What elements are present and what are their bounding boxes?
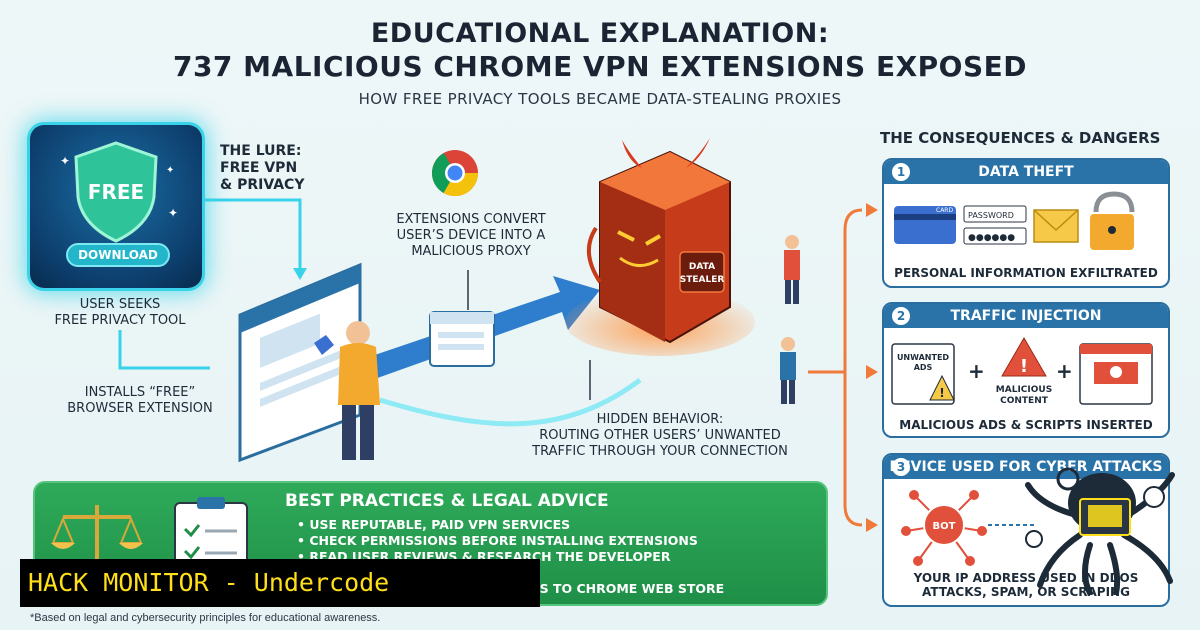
download-button[interactable]: DOWNLOAD [66, 243, 170, 267]
arrow-traffic-injection [866, 365, 878, 379]
lure-line1: THE LURE: [220, 143, 302, 159]
remote-users-illustration [780, 235, 800, 404]
hidden-line1: HIDDEN BEHAVIOR: [596, 412, 724, 427]
consequence-title: TRAFFIC INJECTION [950, 308, 1102, 324]
devil-tail-icon [587, 226, 602, 284]
consequence-caption-line2: ATTACKS, SPAM, OR SCRAPING [922, 585, 1130, 599]
arrow-device-used [866, 518, 878, 532]
consequence-header: 2 TRAFFIC INJECTION [884, 304, 1168, 328]
hack-monitor-banner: HACK MONITOR - Undercode [20, 559, 540, 607]
password-label: PASSWORD [968, 211, 1014, 220]
ads-line1: UNWANTED [897, 353, 949, 362]
magnifier-icon [1056, 467, 1080, 491]
lure-connector [202, 198, 302, 270]
password-dots: ●●●●●● [968, 233, 1015, 243]
browser-window-illustration [238, 262, 380, 463]
plus-icon: + [1056, 359, 1073, 383]
convert-line2: USER’S DEVICE INTO A [396, 228, 546, 243]
traffic-loop [379, 377, 642, 427]
consequence-caption: PERSONAL INFORMATION EXFILTRATED [894, 266, 1158, 280]
lock-icon [1025, 530, 1043, 548]
botnet-illustration: BOT [901, 490, 1034, 566]
sparkle-icon: ✦ [168, 206, 178, 220]
consequence-header: 1 DATA THEFT [884, 160, 1168, 184]
envelope-icon [1033, 209, 1079, 243]
convert-line3: MALICIOUS PROXY [411, 244, 531, 259]
sparkle-icon: ✦ [60, 154, 70, 168]
plus-icon: + [968, 359, 985, 383]
installs-line1: INSTALLS “FREE” [84, 385, 196, 400]
data-theft-illustration: CARD PASSWORD ●●●●●● [894, 191, 1135, 250]
arrow-data-theft [866, 203, 878, 217]
lure-line2: FREE VPN [220, 160, 298, 176]
ads-line2: ADS [914, 363, 933, 372]
content-line2: CONTENT [1000, 396, 1049, 406]
server-label-line1: DATA [689, 262, 715, 272]
convert-line1: EXTENSIONS CONVERT [396, 212, 546, 227]
list-item: USE REPUTABLE, PAID VPN SERVICES [297, 517, 724, 533]
lure-line3: & PRIVACY [220, 177, 305, 193]
devil-horn-icon [622, 140, 642, 168]
best-practices-title: BEST PRACTICES & LEGAL ADVICE [285, 491, 609, 511]
hidden-line2: ROUTING OTHER USERS’ UNWANTED [539, 428, 781, 443]
consequence-title: DATA THEFT [978, 164, 1074, 180]
page-subtitle: HOW FREE PRIVACY TOOLS BECAME DATA-STEAL… [358, 90, 842, 108]
server-label-line2: STEALER [680, 275, 725, 285]
bot-icon [923, 504, 965, 546]
danger-icon [1001, 337, 1047, 377]
content-line1: MALICIOUS [996, 385, 1052, 395]
consequence-number: 3 [892, 458, 910, 476]
extension-popup-illustration [429, 311, 495, 367]
free-badge-text: FREE [88, 180, 144, 204]
lure-label: THE LURE: FREE VPN & PRIVACY [220, 143, 304, 194]
consequence-number: 1 [892, 163, 910, 181]
page-title-line1: EDUCATIONAL EXPLANATION: [370, 18, 830, 49]
bot-label: BOT [933, 521, 956, 532]
chrome-icon [431, 150, 479, 197]
installs-line2: BROWSER EXTENSION [67, 401, 213, 416]
hidden-line3: TRAFFIC THROUGH YOUR CONNECTION [532, 444, 788, 459]
convert-label: EXTENSIONS CONVERT USER’S DEVICE INTO A … [376, 212, 566, 260]
svg-text:!: ! [1020, 356, 1028, 377]
user-seeks-line1: USER SEEKS [79, 297, 161, 312]
extension-puzzle-icon [314, 335, 334, 355]
consequence-number: 2 [892, 307, 910, 325]
ai-chip-icon [1143, 486, 1165, 508]
warning-icon [929, 374, 955, 401]
open-lock-icon [1093, 191, 1135, 213]
consequence-data-theft: 1 DATA THEFT CARD PASSWORD ●●●●●● PERSON… [882, 158, 1170, 288]
installs-label: INSTALLS “FREE” BROWSER EXTENSION [50, 385, 230, 417]
user-seeks-line2: FREE PRIVACY TOOL [54, 313, 186, 328]
list-item: CHECK PERMISSIONS BEFORE INSTALLING EXTE… [297, 533, 724, 549]
consequence-traffic-injection: 2 TRAFFIC INJECTION UNWANTED ADS ! + ! M… [882, 302, 1170, 438]
svg-text:!: ! [939, 386, 944, 400]
danger-bracket [843, 208, 863, 527]
card-label: CARD [936, 207, 953, 214]
consequence-caption: MALICIOUS ADS & SCRIPTS INSERTED [899, 418, 1153, 432]
data-stealer-server-illustration: DATA STEALER [565, 138, 755, 356]
consequences-title: THE CONSEQUENCES & DANGERS [880, 129, 1161, 147]
user-seeks-label: USER SEEKS FREE PRIVACY TOOL [40, 297, 200, 329]
free-vpn-card: FREE ✦ ✦ ✦ DOWNLOAD [30, 125, 202, 288]
hacker-octopus-logo [1025, 467, 1175, 595]
hidden-behavior-label: HIDDEN BEHAVIOR: ROUTING OTHER USERS’ UN… [500, 412, 820, 460]
installs-connector [118, 330, 210, 370]
password-field-icon [963, 205, 1027, 223]
footnote: *Based on legal and cybersecurity princi… [30, 612, 381, 624]
lure-arrowhead [293, 268, 307, 280]
consequence-title: DEVICE USED FOR CYBER ATTACKS [889, 459, 1163, 475]
shield-icon: FREE ✦ ✦ ✦ [60, 141, 178, 243]
sparkle-icon: ✦ [166, 165, 174, 176]
page-title-line2: 737 MALICIOUS CHROME VPN EXTENSIONS EXPO… [172, 50, 1028, 83]
traffic-injection-illustration: UNWANTED ADS ! + ! MALICIOUS CONTENT + [891, 337, 1153, 406]
consequence-header: 3 DEVICE USED FOR CYBER ATTACKS [884, 455, 1168, 479]
